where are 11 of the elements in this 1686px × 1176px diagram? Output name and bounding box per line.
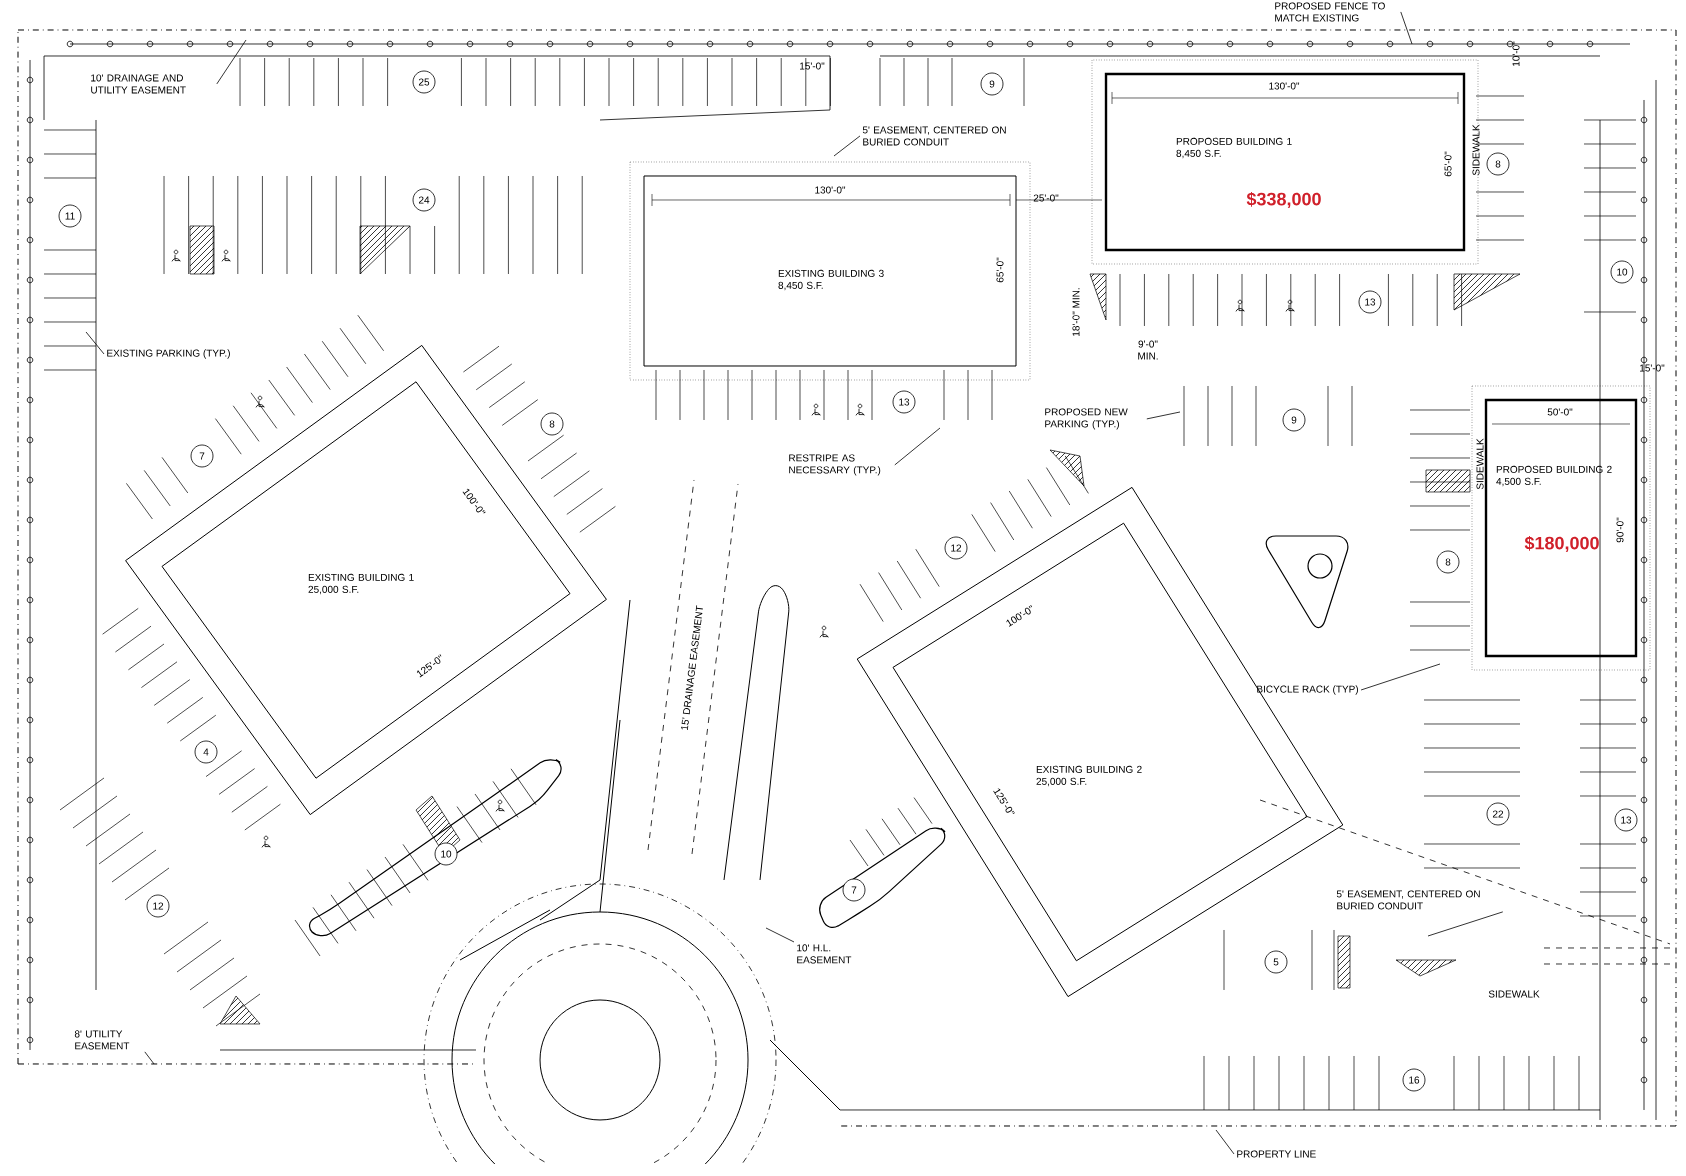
leader-line [765,927,795,943]
leader-line [833,135,861,157]
leader-line [1427,911,1504,937]
leader-line [1360,663,1441,691]
leader-line [1400,11,1413,45]
leader-line [144,1051,155,1065]
leader-line [216,39,247,85]
leader-line [1146,411,1181,420]
leader-line [894,427,941,466]
leader-line [1215,1129,1235,1155]
leader-line [85,331,105,355]
